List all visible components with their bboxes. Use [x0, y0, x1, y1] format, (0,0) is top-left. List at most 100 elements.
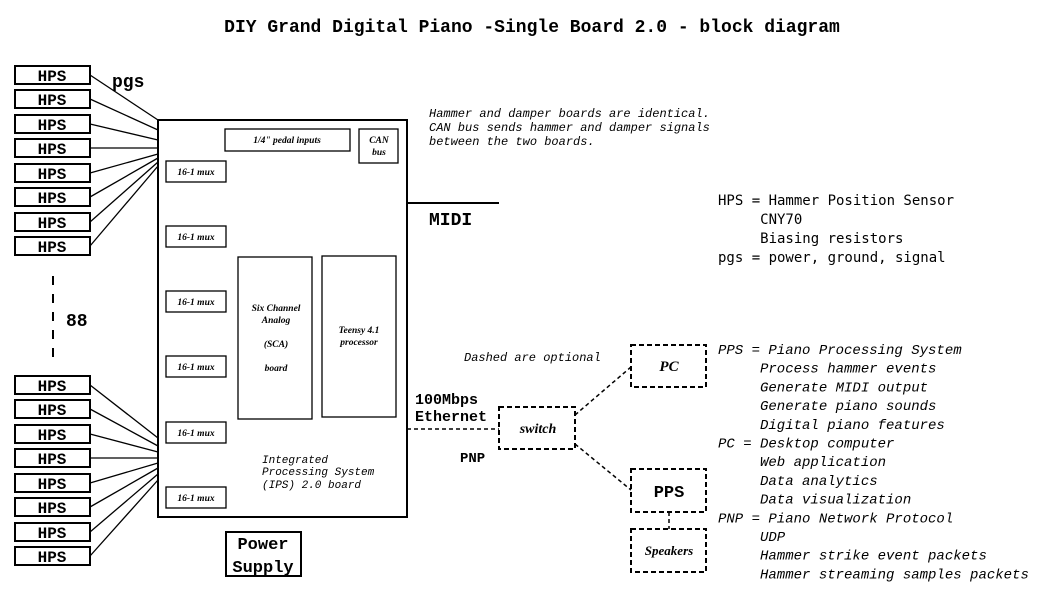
- hps-label: HPS: [38, 141, 67, 159]
- mux-box: 16-1 mux: [165, 225, 227, 248]
- hps-group-bottom: HPS HPS HPS HPS HPS HPS HPS HPS: [14, 375, 91, 567]
- mux-frame: [165, 486, 227, 509]
- legend-pps-line: Digital piano features: [718, 418, 945, 434]
- legend-hps-line: pgs = power, ground, signal: [718, 250, 946, 266]
- hps-wire: [89, 74, 159, 121]
- hps-box: HPS: [14, 448, 91, 469]
- mux-frame: [165, 225, 227, 248]
- legend-pps-line: Web application: [718, 455, 886, 471]
- teensy-label-2: processor: [339, 338, 378, 348]
- hps-label: HPS: [38, 239, 67, 257]
- switch-label: switch: [519, 422, 557, 437]
- hps-box: HPS: [14, 424, 91, 445]
- legend-hps: HPS = Hammer Position Sensor CNY70 Biasi…: [718, 193, 954, 266]
- can-bus-box: [358, 128, 399, 164]
- legend-hps-line: HPS = Hammer Position Sensor: [718, 193, 954, 209]
- legend-pps-line: Process hammer events: [718, 362, 936, 378]
- hps-label: HPS: [38, 476, 67, 494]
- can-bus-label-2: bus: [372, 148, 386, 158]
- hps-label: HPS: [38, 166, 67, 184]
- hps-box: HPS: [14, 497, 91, 518]
- hps-wire: [89, 467, 159, 508]
- switch-pps-link: [574, 443, 632, 491]
- speakers-box: [630, 528, 707, 573]
- pps-label: PPS: [654, 484, 685, 503]
- pedal-inputs-box: [224, 128, 351, 152]
- mux-label: 16-1 mux: [177, 363, 214, 373]
- hps-wire: [89, 462, 159, 484]
- ips-label-3: (IPS) 2.0 board: [262, 480, 361, 492]
- legend-pps-line: PC = Desktop computer: [718, 437, 894, 453]
- hps-box: HPS: [14, 65, 91, 86]
- diagram-title: DIY Grand Digital Piano -Single Board 2.…: [224, 18, 840, 38]
- count-label: 88: [66, 312, 88, 332]
- mux-box: 16-1 mux: [165, 421, 227, 444]
- legend-pps-line: UDP: [718, 530, 786, 546]
- ips-label-2: Processing System: [262, 467, 375, 479]
- pc-label: PC: [659, 359, 679, 375]
- hps-box: HPS: [14, 187, 91, 208]
- teensy-box: [321, 255, 397, 418]
- hps-box: HPS: [14, 89, 91, 110]
- hps-label: HPS: [38, 215, 67, 233]
- mux-group: 16-1 mux 16-1 mux 16-1 mux 16-1 mux 16-1 mux…: [165, 160, 227, 509]
- sca-label-4: board: [265, 364, 288, 374]
- hps-box: HPS: [14, 522, 91, 543]
- legend-pps: PPS = Piano Processing System Process ha…: [718, 343, 1029, 583]
- mux-box: 16-1 mux: [165, 486, 227, 509]
- switch-box: [498, 406, 576, 450]
- mux-box: 16-1 mux: [165, 290, 227, 313]
- hps-wire: [89, 98, 159, 131]
- hps-label: HPS: [38, 549, 67, 567]
- hps-wire: [89, 123, 159, 141]
- hps-wire: [89, 384, 159, 439]
- hps-wire: [89, 433, 159, 453]
- mux-label: 16-1 mux: [177, 494, 214, 504]
- mux-label: 16-1 mux: [177, 168, 214, 178]
- hps-box: HPS: [14, 138, 91, 159]
- switch-pc-link: [574, 366, 632, 416]
- legend-hps-line: CNY70: [718, 212, 802, 228]
- legend-pps-line: PNP = Piano Network Protocol: [718, 511, 953, 527]
- legend-pps-line: Data analytics: [718, 474, 878, 490]
- hps-label: HPS: [38, 402, 67, 420]
- mux-label: 16-1 mux: [177, 298, 214, 308]
- legend-pps-line: PPS = Piano Processing System: [718, 343, 962, 359]
- hps-label: HPS: [38, 378, 67, 396]
- hps-label: HPS: [38, 68, 67, 86]
- legend-pps-line: Hammer streaming samples packets: [718, 567, 1029, 583]
- pc-box: [630, 344, 707, 388]
- hps-box: HPS: [14, 375, 91, 396]
- note-line-2: CAN bus sends hammer and damper signals: [429, 121, 710, 135]
- hps-label: HPS: [38, 500, 67, 518]
- teensy-label-1: Teensy 4.1: [339, 326, 380, 336]
- ips-board: [157, 119, 408, 518]
- note-line-1: Hammer and damper boards are identical.: [429, 107, 710, 121]
- ethernet-label-1: 100Mbps: [415, 392, 478, 409]
- legend-hps-line: Biasing resistors: [718, 231, 903, 247]
- power-supply-box: [225, 531, 302, 577]
- mux-frame: [165, 290, 227, 313]
- hps-box: HPS: [14, 236, 91, 257]
- power-supply-label-2: Supply: [232, 559, 293, 578]
- hps-box: HPS: [14, 212, 91, 233]
- hps-wire: [89, 479, 159, 557]
- mux-box: 16-1 mux: [165, 160, 227, 183]
- ips-label-1: Integrated: [262, 455, 328, 467]
- hps-box: HPS: [14, 399, 91, 420]
- hps-box: HPS: [14, 473, 91, 494]
- hps-box: HPS: [14, 163, 91, 184]
- hps-box: HPS: [14, 114, 91, 135]
- ethernet-label-2: Ethernet: [415, 409, 487, 426]
- speakers-label: Speakers: [645, 543, 693, 558]
- mux-box: 16-1 mux: [165, 355, 227, 378]
- mux-label: 16-1 mux: [177, 233, 214, 243]
- mux-frame: [165, 421, 227, 444]
- hps-wire: [89, 153, 159, 174]
- sca-board-box: [237, 256, 313, 420]
- hps-group-top: HPS HPS HPS HPS HPS HPS HPS HPS: [14, 65, 91, 257]
- hps-wire: [89, 408, 159, 447]
- hps-wire: [89, 157, 159, 198]
- hps-wire: [89, 165, 159, 247]
- dashed-note: Dashed are optional: [464, 351, 601, 365]
